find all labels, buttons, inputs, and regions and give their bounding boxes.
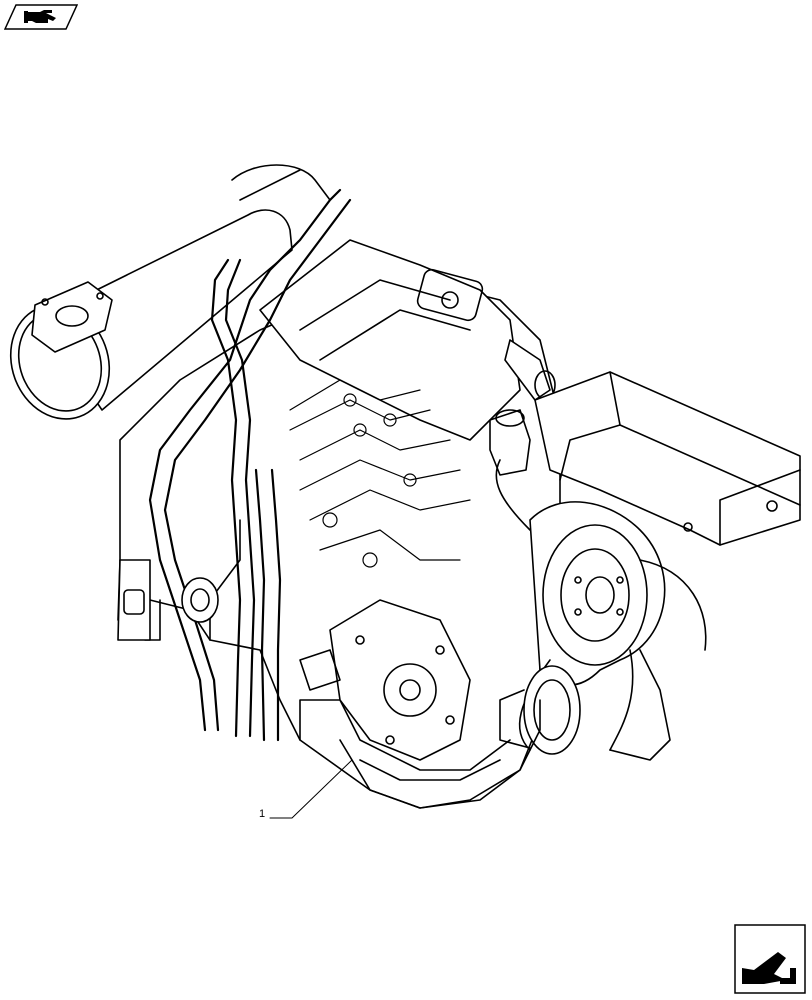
crank-pulley	[499, 665, 581, 755]
pointing-hand-icon	[24, 10, 56, 23]
header-badge	[4, 4, 78, 30]
cooling-fan	[495, 459, 707, 761]
oil-pan	[339, 699, 541, 809]
injector-lines	[289, 379, 471, 568]
exhaust-flange	[31, 281, 113, 353]
callout-leader-1	[269, 759, 353, 819]
hoses	[148, 188, 352, 742]
starter-motor	[117, 559, 219, 641]
callout-label-1: 1	[259, 808, 266, 820]
fuel-pump	[299, 599, 471, 761]
fan-shroud-bracket	[534, 371, 801, 546]
next-page-arrow-icon[interactable]	[734, 924, 806, 994]
